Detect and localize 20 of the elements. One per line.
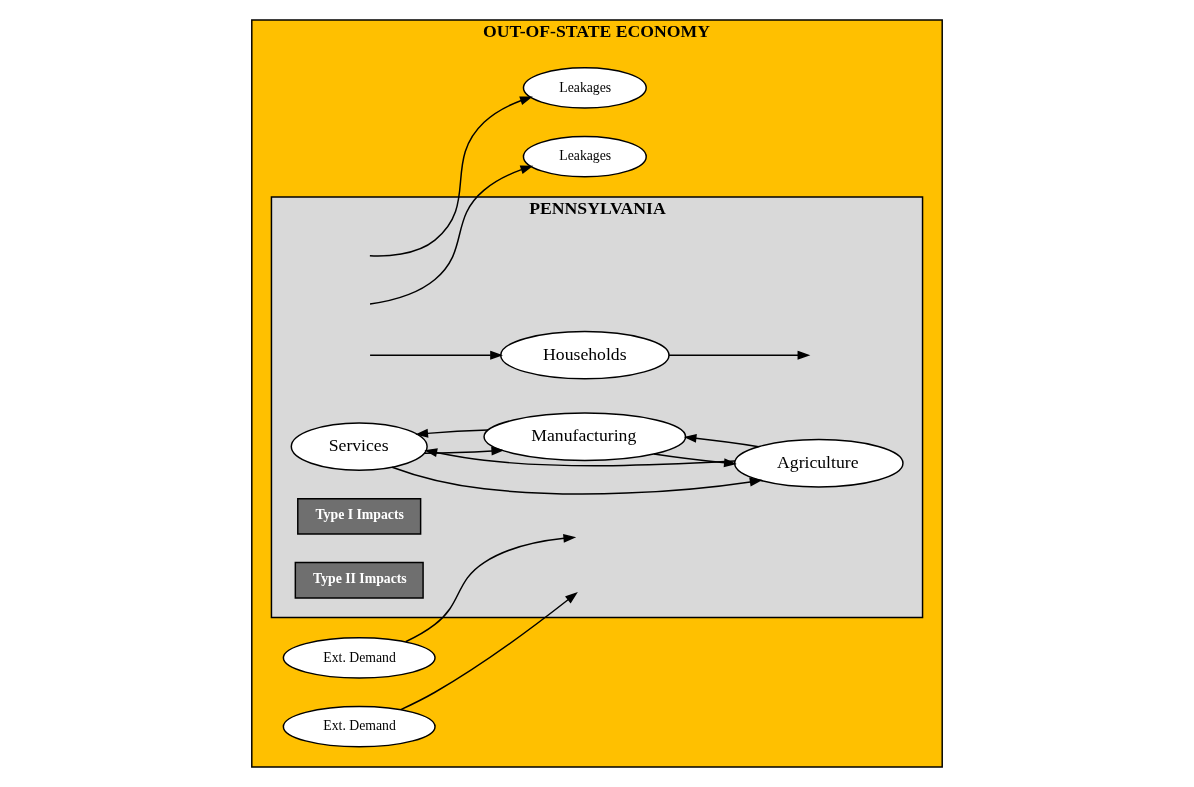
arrow: [423, 446, 505, 456]
node-ellipse: Manufacturing: [483, 412, 687, 462]
arrow: [683, 433, 760, 448]
arrow: [668, 350, 811, 360]
arrow: [424, 448, 736, 467]
node-ellipse: Leakages: [522, 67, 647, 109]
node-box: Type I Impacts: [297, 497, 422, 535]
arrow: [404, 533, 577, 643]
arrow: [415, 428, 489, 438]
arrow: [369, 96, 533, 257]
node-ellipse: Leakages: [522, 135, 647, 178]
arrow: [400, 591, 578, 711]
arrow: [369, 350, 503, 360]
arrow: [653, 453, 737, 468]
node-ellipse: Ext. Demand: [282, 705, 436, 748]
node-box: Type II Impacts: [294, 561, 424, 599]
node-ellipse: Households: [499, 330, 670, 380]
arrow: [369, 165, 534, 305]
node-ellipse: Ext. Demand: [282, 636, 436, 679]
arrow: [391, 466, 763, 495]
